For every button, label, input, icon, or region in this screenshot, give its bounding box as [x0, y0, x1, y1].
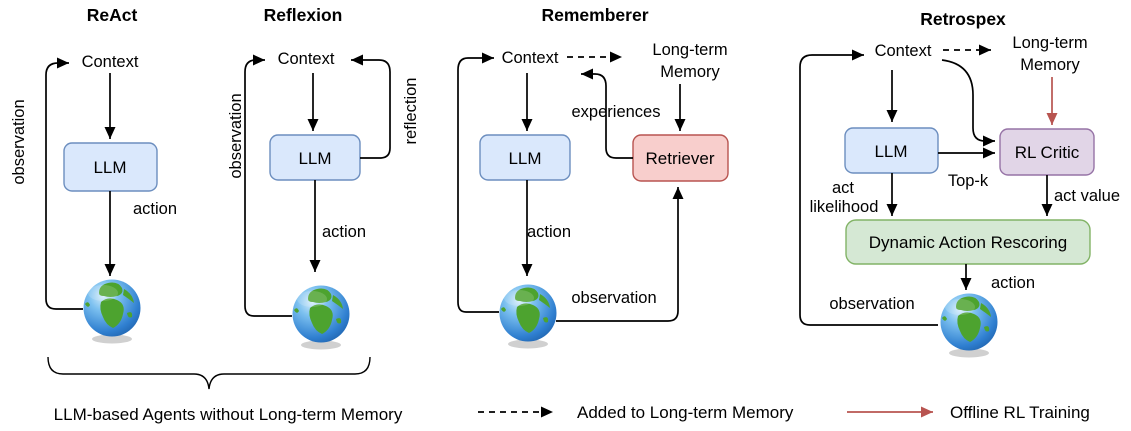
action-label: action	[991, 274, 1035, 292]
act-likelihood-label-line2: likelihood	[810, 198, 879, 216]
env-to-retriever-arrow	[556, 187, 684, 322]
observation-label: observation	[571, 289, 656, 307]
context-label: Context	[875, 42, 932, 60]
llm-label: LLM	[874, 142, 907, 161]
llm-label: LLM	[298, 149, 331, 168]
panel-title: Retrospex	[920, 9, 1006, 29]
legend-red-label: Offline RL Training	[950, 403, 1090, 422]
reflection-loop-arrow	[351, 54, 391, 159]
top-k-label: Top-k	[948, 172, 989, 190]
action-label: action	[322, 223, 366, 241]
environment-globe	[83, 279, 141, 344]
llm-box	[479, 134, 571, 181]
llm-label: LLM	[93, 158, 126, 177]
observation-label: observation	[10, 99, 28, 184]
environment-globe	[940, 293, 998, 358]
llm-label: LLM	[508, 149, 541, 168]
panel-rememberer: Rememberer Context Long-term Memory Retr…	[457, 5, 729, 349]
panel-react: ReAct Context LLM action observation	[10, 5, 177, 344]
observation-label: observation	[227, 93, 245, 178]
rescoring-box	[845, 219, 1091, 265]
long-term-memory-label-line2: Memory	[1020, 56, 1080, 74]
context-label: Context	[278, 50, 335, 68]
observation-loop-arrow	[457, 52, 499, 313]
rescoring-label: Dynamic Action Rescoring	[869, 233, 1067, 252]
rl-critic-label: RL Critic	[1015, 143, 1080, 162]
action-label: action	[527, 223, 571, 241]
panel-title: Rememberer	[542, 5, 649, 25]
observation-label: observation	[829, 295, 914, 313]
act-likelihood-label-line1: act	[832, 179, 854, 197]
experiences-label: experiences	[572, 103, 661, 121]
reflection-label: reflection	[402, 78, 420, 145]
panel-reflexion: Reflexion Context LLM reflection action …	[227, 5, 420, 350]
underbrace	[47, 356, 371, 390]
environment-globe	[292, 285, 350, 350]
long-term-memory-label-line1: Long-term	[652, 41, 727, 59]
panel-retrospex: Retrospex Context Long-term Memory RL Cr…	[799, 9, 1120, 358]
retriever-label: Retriever	[646, 149, 715, 168]
brace-label: LLM-based Agents without Long-term Memor…	[54, 405, 403, 424]
long-term-memory-label-line1: Long-term	[1012, 34, 1087, 52]
legend: LLM-based Agents without Long-term Memor…	[47, 356, 1090, 424]
action-label: action	[133, 200, 177, 218]
context-to-critic-arrow	[941, 59, 995, 147]
context-label: Context	[502, 49, 559, 67]
retriever-to-context-arrow	[581, 68, 633, 159]
context-label: Context	[82, 53, 139, 71]
observation-loop-arrow	[244, 54, 292, 317]
panel-title: ReAct	[87, 5, 138, 25]
observation-loop-arrow	[799, 49, 938, 326]
observation-loop-arrow	[45, 57, 83, 310]
act-value-label: act value	[1054, 187, 1120, 205]
environment-globe	[499, 284, 557, 349]
legend-dashed-label: Added to Long-term Memory	[577, 403, 794, 422]
panel-title: Reflexion	[264, 5, 343, 25]
long-term-memory-label-line2: Memory	[660, 63, 720, 81]
